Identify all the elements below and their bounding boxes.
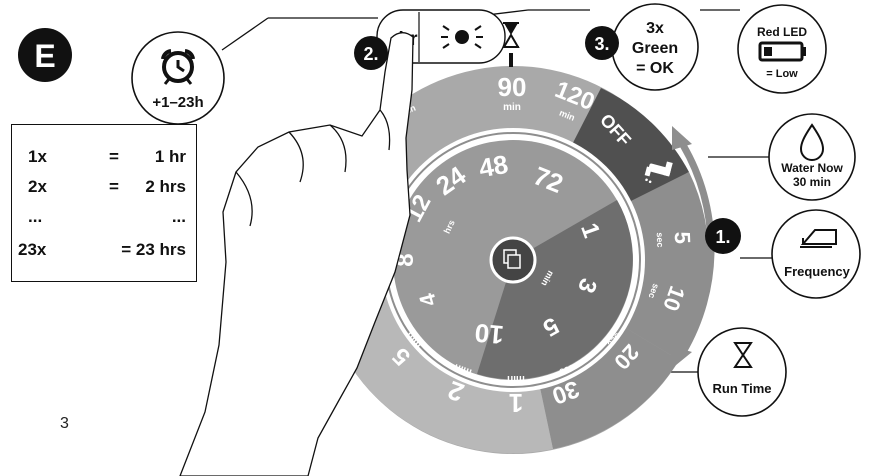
section-badge: E [18,28,72,82]
svg-text:3.: 3. [594,34,609,54]
hourglass-indicator-icon [502,22,520,67]
step-2-badge: 2. [354,36,388,70]
dial-label-5sec: 5 [670,231,695,244]
light-icon [441,25,483,49]
dial-label-1min: 1 [509,388,523,418]
alarm-clock-icon [161,49,195,85]
svg-text:Water Now: Water Now [781,161,843,175]
faucet-icon [644,161,673,184]
svg-text:+1–23h: +1–23h [152,94,203,111]
water-now-callout: Water Now 30 min [768,113,856,201]
frequency-callout: Frequency [771,209,861,299]
step-3-badge: 3. [585,26,619,60]
svg-text:Red LED: Red LED [757,25,807,39]
controller-dial[interactable] [319,66,709,454]
svg-text:2.: 2. [363,44,378,64]
run-time-callout: Run Time [697,327,787,417]
svg-text:E: E [34,38,55,74]
table-row: 1x = 1 hr [28,147,186,166]
svg-text:sec: sec [647,282,662,300]
svg-text:30 min: 30 min [793,175,831,189]
water-drop-icon [799,123,825,161]
table-row: 23x = 23 hrs [18,240,186,259]
svg-text:min: min [503,102,521,113]
pressing-hand [179,32,414,476]
svg-text:min: min [507,373,525,384]
svg-text:Green: Green [632,40,678,57]
table-row: ... ... [28,207,186,226]
svg-text:= Low: = Low [766,68,798,80]
press-count-table: 1x = 1 hr 2x = 2 hrs ... ... 23x = 23 hr… [11,124,197,282]
svg-text:= OK: = OK [636,60,674,77]
svg-text:Frequency: Frequency [784,264,851,279]
alarm-callout: +1–23h [131,31,225,125]
svg-text:sec: sec [655,232,666,247]
inner-min-segment [477,200,633,380]
table-row: 2x = 2 hrs [28,177,186,196]
green-ok-callout: 3x Green = OK [611,3,699,91]
hourglass-icon [733,342,753,368]
calendar-icon [800,229,837,245]
svg-text:1.: 1. [715,227,730,247]
svg-text:3x: 3x [646,20,664,37]
step-1-badge: 1. [705,218,741,254]
battery-low-icon [758,41,806,62]
dial-label-90: 90 [498,72,527,102]
dial-label-10min: 10 [474,318,505,350]
battery-callout: Red LED = Low [737,4,827,94]
dial-label-48hrs: 48 [477,149,511,184]
svg-text:Run Time: Run Time [713,381,772,396]
svg-text:sec: sec [558,363,576,378]
page-number: 3 [60,415,69,432]
